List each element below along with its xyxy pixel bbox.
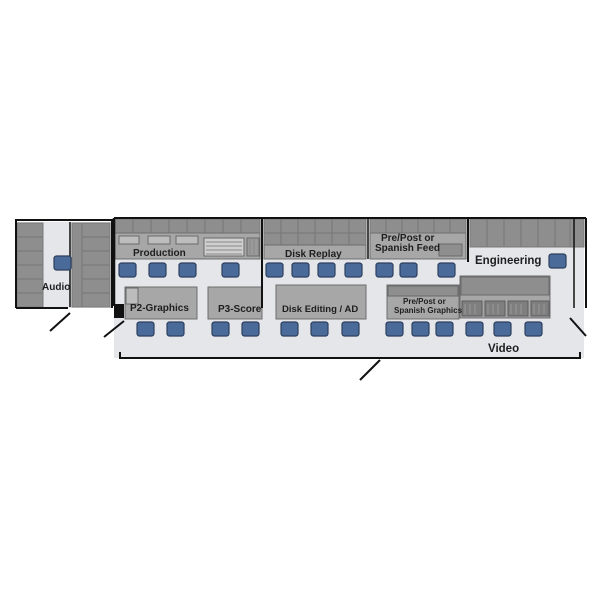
disk-replay-desk xyxy=(263,244,367,260)
chair-11 xyxy=(399,262,418,278)
chair-19 xyxy=(310,321,329,337)
production-monitor-3 xyxy=(175,235,199,245)
chair-3 xyxy=(148,262,167,278)
p3-score-label: P3-Score xyxy=(218,304,262,315)
chair-17 xyxy=(241,321,260,337)
chair-25 xyxy=(493,321,512,337)
room-labels: Audio Production Disk Replay Pre/Post or… xyxy=(42,233,541,355)
production-label: Production xyxy=(133,248,186,259)
engineering-monitor-wall xyxy=(469,218,575,248)
engineering-side-rack xyxy=(569,218,585,248)
chair-7 xyxy=(291,262,310,278)
pre-post-feed-monitor xyxy=(438,243,463,257)
disk-editing-label: Disk Editing / AD xyxy=(282,304,358,315)
video-label: Video xyxy=(488,343,519,355)
chair-6 xyxy=(265,262,284,278)
production-monitor-2 xyxy=(147,235,171,245)
chair-12 xyxy=(437,262,456,278)
chair-10 xyxy=(375,262,394,278)
pre-post-feed-label-line2: Spanish Feed xyxy=(375,243,440,254)
production-switcher-faders xyxy=(206,238,255,256)
production-switcher xyxy=(203,237,245,257)
chairs xyxy=(53,253,567,337)
chair-23 xyxy=(435,321,454,337)
chair-8 xyxy=(317,262,336,278)
engineering-label: Engineering xyxy=(475,255,541,267)
p3-score-desk xyxy=(207,286,263,320)
p2-graphics-label: P2-Graphics xyxy=(130,303,189,314)
bottom-door xyxy=(359,359,381,381)
audio-walls xyxy=(15,219,113,308)
video-rack-top xyxy=(460,276,550,296)
disk-editing-desk xyxy=(275,284,367,320)
production-side-panel xyxy=(246,237,260,257)
chair-1 xyxy=(53,255,72,271)
chair-4 xyxy=(178,262,197,278)
chair-20 xyxy=(341,321,360,337)
chair-13 xyxy=(548,253,567,269)
right-door xyxy=(569,317,587,337)
video-rack-unit-slots xyxy=(464,304,545,314)
chair-21 xyxy=(385,321,404,337)
pre-post-graphics-top xyxy=(387,285,459,297)
walls xyxy=(15,217,587,359)
p2-graphics-side-panel xyxy=(125,287,139,305)
main-left-door xyxy=(103,320,125,338)
chair-5 xyxy=(221,262,240,278)
chair-24 xyxy=(465,321,484,337)
pre-post-feed-label-line1: Pre/Post or xyxy=(381,233,434,244)
chair-22 xyxy=(411,321,430,337)
main-left-corner-block xyxy=(114,304,124,318)
chair-16 xyxy=(211,321,230,337)
chair-26 xyxy=(524,321,543,337)
disk-replay-label: Disk Replay xyxy=(285,249,342,260)
chair-18 xyxy=(280,321,299,337)
chair-2 xyxy=(118,262,137,278)
pre-post-graphics-label-line1: Pre/Post or xyxy=(403,297,446,306)
chair-9 xyxy=(344,262,363,278)
chair-15 xyxy=(166,321,185,337)
chair-14 xyxy=(136,321,155,337)
production-monitor-1 xyxy=(118,235,140,245)
audio-door xyxy=(49,312,71,332)
audio-label: Audio xyxy=(42,282,70,293)
pre-post-graphics-label-line2: Spanish Graphics xyxy=(394,306,463,315)
door-swings xyxy=(49,312,587,381)
